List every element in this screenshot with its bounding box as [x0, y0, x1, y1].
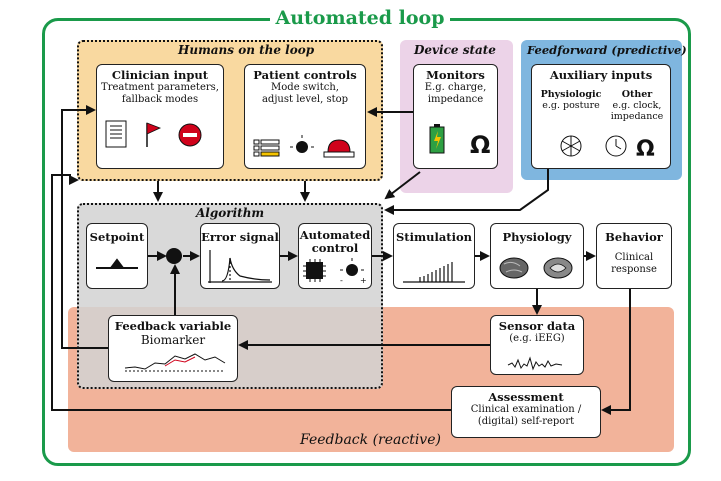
posture-axes-icon [560, 135, 582, 157]
clinician-input-sub1: Treatment parameters, [101, 82, 219, 93]
stop-sign-icon [178, 123, 202, 147]
sensor-data-box: Sensor data (e.g. iEEG) [490, 315, 584, 375]
automated-control-title-2: control [311, 241, 359, 255]
physiologic-title: Physiologic [540, 89, 602, 100]
assessment-title: Assessment [488, 390, 564, 404]
red-flag-icon [146, 122, 162, 147]
physiologic-sub: e.g. posture [542, 100, 600, 111]
behavior-box: Behavior Clinical response [596, 223, 672, 289]
assessment-box: Assessment Clinical examination / (digit… [451, 386, 601, 438]
algorithm-title: Algorithm [196, 206, 265, 220]
device-title: Device state [414, 43, 496, 57]
error-signal-title: Error signal [201, 230, 279, 244]
feedback-label: Feedback (reactive) [300, 432, 441, 448]
prescription-icon [105, 120, 127, 148]
stimulation-title: Stimulation [395, 230, 473, 244]
setpoint-title: Setpoint [89, 230, 145, 244]
auxiliary-inputs-box: Auxiliary inputs Physiologic e.g. postur… [531, 64, 671, 169]
spinal-section-icon [543, 257, 573, 279]
other-sub2: impedance [610, 111, 664, 122]
brain-icon [499, 257, 529, 279]
ieeg-trace-icon [507, 356, 563, 371]
patient-controls-sub1: Mode switch, [271, 82, 339, 93]
monitors-sub2: impedance [427, 93, 484, 105]
feedback-variable-title: Feedback variable [114, 319, 232, 333]
stop-button-icon [323, 139, 355, 158]
behavior-sub2: response [611, 263, 657, 275]
svg-text:+: + [360, 276, 367, 285]
omega-icon: Ω [470, 131, 490, 159]
sensor-data-title: Sensor data [498, 319, 576, 333]
other-sub1: e.g. clock, [612, 100, 662, 111]
sensor-data-sub: (e.g. iEEG) [509, 333, 565, 344]
biomarker-trace-icon [124, 353, 226, 372]
arrow-behavior-to-assessment [601, 289, 631, 415]
physiology-title: Physiology [502, 230, 572, 244]
automated-control-title-1: Automated [299, 228, 371, 242]
error-signal-box: Error signal [200, 223, 280, 289]
setpoint-box: Setpoint [86, 223, 148, 289]
arrow-assessment-to-clinician [51, 174, 451, 411]
stimulation-box: Stimulation [393, 223, 475, 289]
error-curve-icon [208, 250, 272, 283]
patient-controls-sub2: adjust level, stop [261, 93, 349, 105]
behavior-sub1: Clinical [614, 252, 654, 263]
clinician-input-title: Clinician input [111, 68, 209, 82]
monitors-sub1: E.g. charge, [424, 82, 487, 93]
feedforward-title: Feedforward (predictive) [527, 43, 687, 57]
clock-icon [605, 135, 627, 157]
other-title: Other [621, 89, 653, 100]
monitors-box: Monitors E.g. charge, impedance [413, 64, 498, 169]
assessment-sub2: (digital) self-report [477, 415, 575, 427]
aux-omega-icon: Ω [636, 137, 655, 162]
humans-title: Humans on the loop [178, 43, 315, 57]
patient-controls-title: Patient controls [253, 68, 357, 82]
stimulation-pulses-icon [403, 262, 465, 283]
battery-icon [429, 124, 445, 154]
assessment-sub1: Clinical examination / [470, 404, 582, 415]
balance-icon [96, 258, 138, 269]
arrow-aux-to-algorithm [384, 169, 549, 215]
clinician-input-sub2: fallback modes [121, 93, 199, 105]
arrow-monitors-to-algorithm [384, 171, 421, 200]
monitors-title: Monitors [426, 68, 485, 82]
level-menu-icon [253, 139, 280, 157]
svg-text:-: - [340, 276, 343, 285]
arrow-feedback-to-clinician [61, 105, 108, 349]
clinician-input-box: Clinician input Treatment parameters, fa… [96, 64, 224, 169]
automated-loop-title: Automated loop [270, 6, 450, 30]
physiology-box: Physiology [490, 223, 584, 289]
behavior-title: Behavior [605, 230, 663, 244]
auxiliary-inputs-title: Auxiliary inputs [549, 68, 653, 82]
patient-knob-icon [290, 135, 314, 153]
chip-pins-icon [303, 259, 326, 282]
control-knob-icon: - + [340, 258, 367, 285]
feedback-variable-sub: Biomarker [140, 333, 206, 347]
summing-junction [166, 248, 182, 264]
